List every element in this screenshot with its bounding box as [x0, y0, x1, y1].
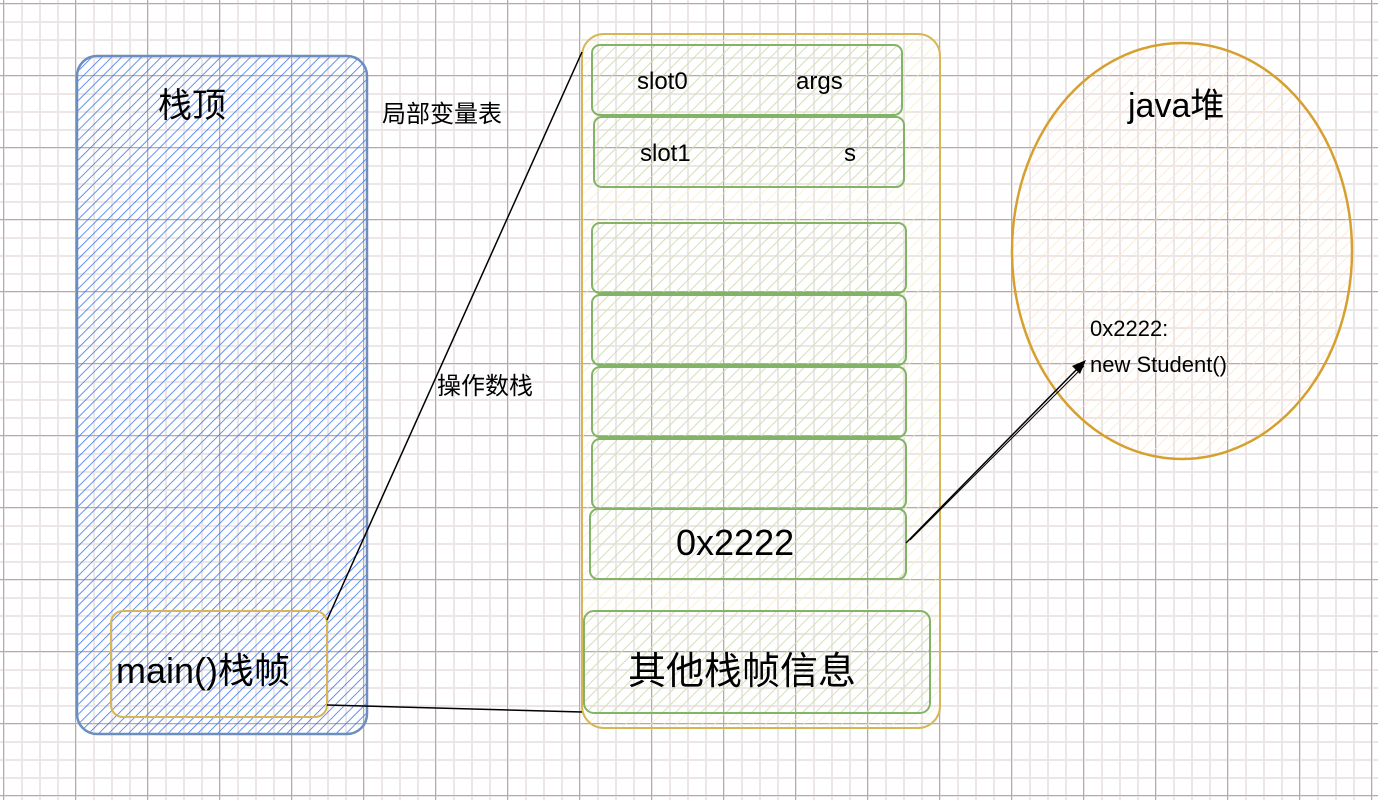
operand-top-box: [589, 508, 907, 580]
operand-top-value: 0x2222: [676, 522, 795, 563]
operand-slot-box: [591, 294, 907, 366]
main-frame-label[interactable]: main()栈帧: [116, 650, 291, 691]
arrow-head-icon: [1072, 360, 1086, 374]
slot-0-value: args: [796, 68, 843, 95]
other-info-label: 其他栈帧信息: [628, 651, 857, 693]
local-vars-label: 局部变量表: [382, 101, 502, 128]
java-heap: [1010, 41, 1354, 461]
operand-slot-box: [591, 222, 907, 294]
slot-0-box: [591, 44, 903, 116]
heap-object-address: 0x2222:: [1090, 316, 1169, 341]
slot-1-name: slot1: [640, 140, 691, 167]
java-stack: [75, 54, 369, 736]
operand-slot-box: [591, 366, 907, 438]
slot-0-name: slot0: [637, 68, 688, 95]
operand-stack-label: 操作数栈: [437, 373, 533, 400]
main-frame-box: [110, 610, 328, 718]
reference-arrow: [905, 363, 1083, 544]
zoom-line-top: [326, 51, 583, 621]
other-info-box: [583, 610, 931, 714]
slot-1-box: [593, 116, 905, 188]
heap-object-value: new Student(): [1090, 352, 1227, 377]
operand-slot-box: [591, 438, 907, 510]
zoom-line-bottom: [326, 704, 583, 713]
slot-1-value: s: [844, 140, 856, 167]
stack-title: 栈顶: [158, 87, 226, 125]
heap-title: java堆: [1128, 87, 1225, 125]
